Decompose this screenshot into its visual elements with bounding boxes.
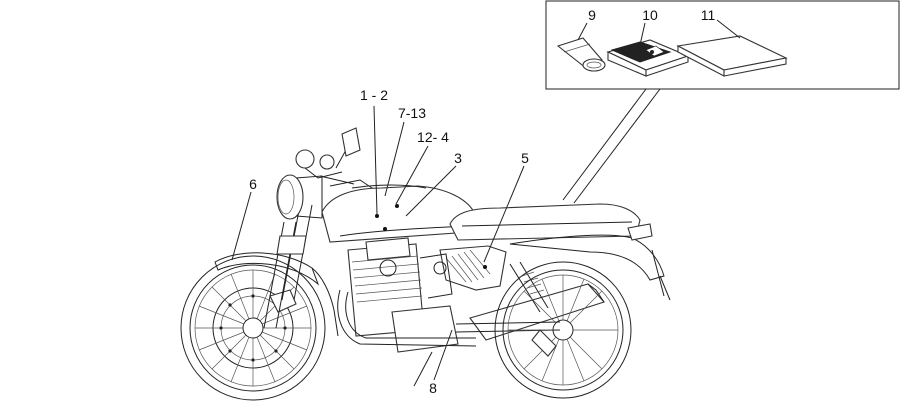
headlight — [276, 174, 323, 220]
callout-5: 5 — [521, 150, 529, 166]
fender-stay — [311, 267, 339, 337]
leader-1-2 — [373, 105, 378, 215]
leader-11 — [716, 19, 741, 39]
callout-10: 10 — [642, 7, 658, 23]
pouch-icon — [556, 37, 606, 72]
inset-frame — [545, 0, 900, 90]
owner-manual-icon — [606, 39, 690, 77]
front-wheel — [180, 255, 326, 401]
rear-tail — [509, 223, 671, 301]
engine — [347, 237, 459, 353]
side-cover — [439, 245, 507, 291]
motorcycle-drawing — [180, 127, 671, 401]
swingarm — [455, 261, 561, 333]
leader-6 — [231, 191, 252, 261]
front-spokes — [195, 270, 311, 386]
callout-11: 11 — [701, 7, 716, 23]
leader-9 — [577, 22, 588, 41]
seat — [449, 203, 641, 241]
front-fender — [214, 252, 320, 286]
inset-connector-left — [562, 88, 647, 201]
leader-3 — [405, 165, 457, 217]
callout-9: 9 — [588, 7, 596, 23]
handlebar-assembly — [295, 127, 379, 193]
leader-10 — [639, 22, 646, 46]
accessories-inset: 9 10 11 — [545, 0, 900, 90]
callout-6: 6 — [249, 176, 257, 192]
leader-12-4 — [395, 145, 429, 205]
leader-7-13 — [384, 121, 405, 197]
callout-3: 3 — [454, 150, 462, 166]
leader-5 — [483, 165, 525, 263]
callout-1-2: 1 - 2 — [360, 87, 388, 103]
fuel-tank — [321, 184, 475, 243]
callout-7-13: 7-13 — [398, 105, 426, 121]
callout-8: 8 — [429, 380, 437, 396]
warranty-booklet-icon — [676, 35, 788, 77]
callout-labels: 1 - 2 7-13 12- 4 3 5 6 8 — [249, 87, 529, 396]
leader-lines — [231, 105, 525, 381]
front-forks — [263, 204, 313, 329]
leader-8 — [433, 329, 453, 381]
inset-connector-right — [573, 88, 661, 204]
side-stand — [413, 351, 433, 387]
callout-12-4: 12- 4 — [417, 129, 449, 145]
rear-wheel — [494, 261, 632, 399]
